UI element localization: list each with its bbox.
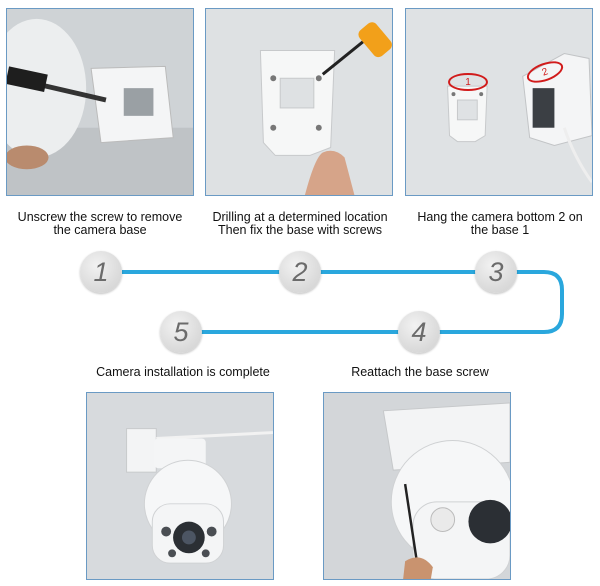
caption-step-1: Unscrew the screw to remove the camera b… (0, 211, 200, 237)
step-number-2: 2 (279, 251, 321, 293)
label-ring-1-text: 1 (465, 76, 471, 88)
caption-step-2: Drilling at a determined location Then f… (197, 211, 403, 237)
step-number-5: 5 (160, 311, 202, 353)
caption-step-3: Hang the camera bottom 2 on the base 1 (400, 211, 600, 237)
step-number-2-text: 2 (292, 256, 308, 287)
drilling-illustration (206, 9, 392, 195)
photo-step-2-drilling (205, 8, 393, 196)
photo-step-4-reattach (323, 392, 511, 580)
caption-step-4: Reattach the base screw (330, 366, 510, 379)
step-number-3: 3 (475, 251, 517, 293)
step-number-5-text: 5 (173, 316, 189, 347)
label-ring-1: 1 (448, 73, 488, 91)
label-ring-2-text: 2 (540, 65, 550, 79)
caption-step-5: Camera installation is complete (80, 366, 286, 379)
unscrew-illustration (7, 9, 193, 195)
caption-step-4-line1: Reattach the base screw (351, 365, 489, 379)
caption-step-3-line1: Hang the camera bottom 2 on (417, 210, 583, 224)
photo-step-3-hang: 1 2 (405, 8, 593, 196)
caption-step-3-line2: the base 1 (470, 223, 530, 237)
hang-illustration (406, 9, 592, 195)
caption-step-5-line1: Camera installation is complete (96, 365, 270, 379)
photo-step-5-complete (86, 392, 274, 580)
caption-step-1-line1: Unscrew the screw to remove (17, 210, 183, 224)
caption-step-1-line2: the camera base (53, 223, 147, 237)
step-number-1-text: 1 (93, 256, 109, 287)
step-number-1: 1 (80, 251, 122, 293)
step-number-4: 4 (398, 311, 440, 353)
photo-step-1-unscrew (6, 8, 194, 196)
caption-step-2-line1: Drilling at a determined location (212, 210, 388, 224)
step-number-4-text: 4 (411, 316, 427, 347)
caption-step-2-line2: Then fix the base with screws (218, 223, 382, 237)
camera-installed-illustration (87, 393, 273, 579)
reattach-screw-illustration (324, 393, 510, 579)
step-number-3-text: 3 (488, 256, 504, 287)
